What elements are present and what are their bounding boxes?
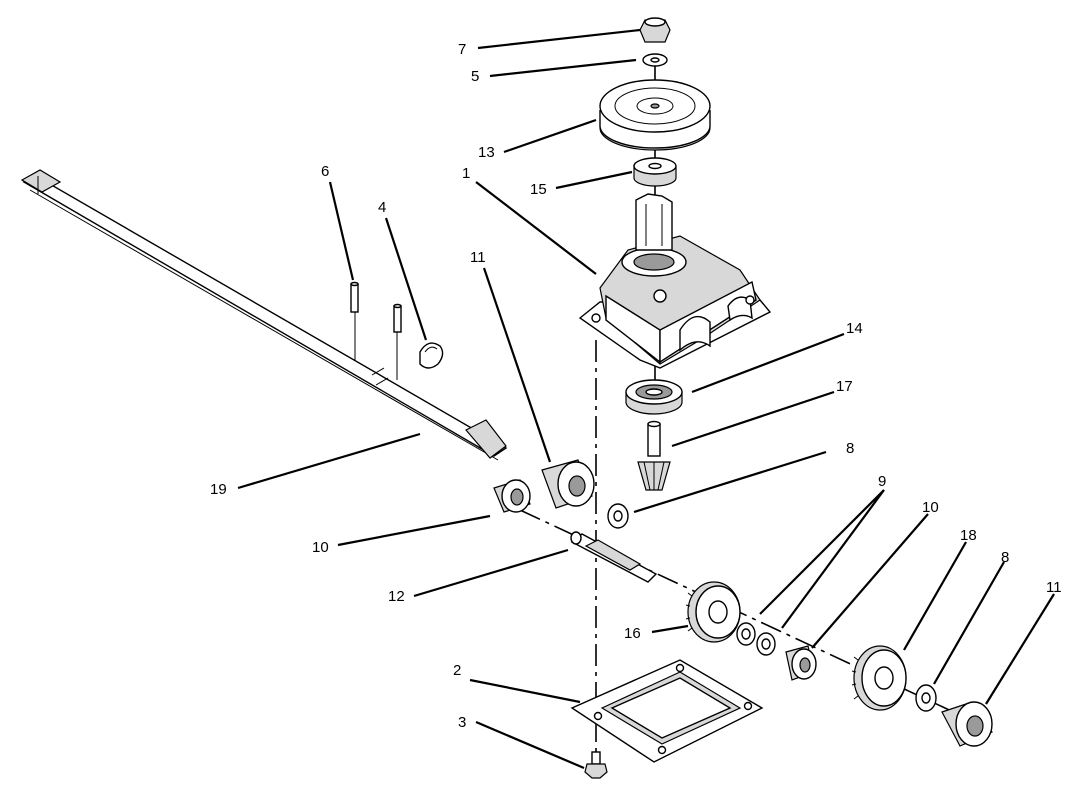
callout-16: 16 xyxy=(624,625,641,642)
cover-plate-part-2 xyxy=(570,659,764,763)
callout-12: 12 xyxy=(388,588,405,605)
pulley-part-13 xyxy=(599,79,711,151)
callout-14: 14 xyxy=(846,320,863,337)
gear-case-housing-part-1 xyxy=(578,193,772,369)
washers-part-9 xyxy=(736,622,776,656)
bearing-part-14 xyxy=(625,379,683,415)
bushing-part-11-left xyxy=(541,459,595,509)
leader-lines xyxy=(237,28,1055,770)
callout-18: 18 xyxy=(960,527,977,544)
gear-part-16 xyxy=(685,581,741,643)
callout-5: 5 xyxy=(471,68,479,85)
washer-part-8-right xyxy=(915,684,937,712)
callout-13: 13 xyxy=(478,144,495,161)
bushing-part-10-right xyxy=(785,645,817,681)
callout-11-right: 11 xyxy=(1046,579,1062,596)
callout-10-right: 10 xyxy=(922,499,939,516)
callout-10-left: 10 xyxy=(312,539,329,556)
callout-11-left: 11 xyxy=(470,249,486,266)
roll-pins-part-6 xyxy=(350,281,402,333)
washer-part-5 xyxy=(642,53,668,67)
callout-3: 3 xyxy=(458,714,466,731)
callout-4: 4 xyxy=(378,199,386,216)
callout-19: 19 xyxy=(210,481,227,498)
hairpin-clip-part-4 xyxy=(419,342,444,369)
gear-part-18 xyxy=(851,645,907,711)
bushing-part-10-left xyxy=(493,479,531,513)
bolt-part-3 xyxy=(584,751,608,779)
callout-7: 7 xyxy=(458,41,466,58)
callout-labels: 7 5 13 15 1 6 4 11 14 17 8 19 9 10 18 8 … xyxy=(210,41,1062,731)
drive-shaft-part-19 xyxy=(20,169,508,461)
bushing-part-11-right xyxy=(941,701,993,747)
callout-6: 6 xyxy=(321,163,329,180)
callout-15: 15 xyxy=(530,181,547,198)
axle-shaft-part-12 xyxy=(570,531,658,583)
pinion-part-17 xyxy=(637,420,671,491)
spacer-part-15 xyxy=(633,157,677,187)
nut-part-7 xyxy=(639,17,671,43)
callout-8-upper: 8 xyxy=(846,440,854,457)
washer-part-8-left xyxy=(607,503,629,529)
callout-8-lower: 8 xyxy=(1001,549,1009,566)
callout-17: 17 xyxy=(836,378,853,395)
callout-9: 9 xyxy=(878,473,886,490)
callout-2: 2 xyxy=(453,662,461,679)
callout-1: 1 xyxy=(462,165,470,182)
